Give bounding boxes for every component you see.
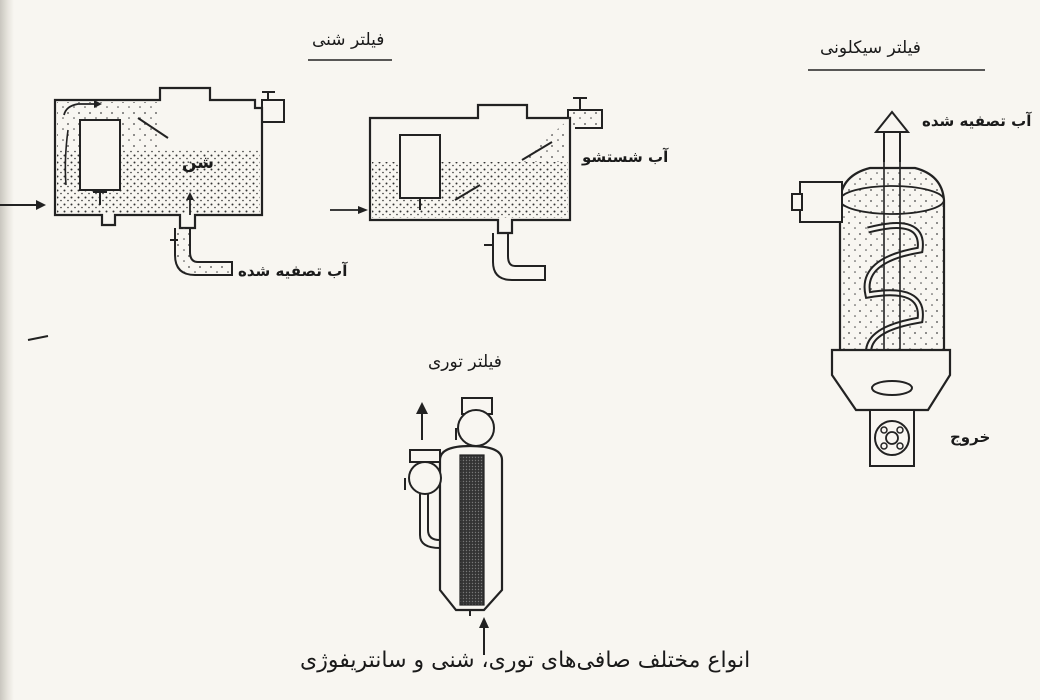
treated-water-label-right: آب تصفیه شده: [922, 112, 1031, 130]
outlet-label: خروج: [950, 428, 990, 446]
cyclone-filter: [792, 112, 950, 466]
mesh-filter: [405, 398, 502, 655]
sand-filter-left: [55, 88, 284, 275]
sand-label: شن: [182, 153, 214, 173]
sand-filter-heading: فیلتر شنی: [312, 30, 384, 50]
mesh-filter-heading: فیلتر توری: [428, 352, 502, 372]
figure-caption: انواع مختلف صافی‌های توری، شنی و سانتریف…: [300, 648, 750, 673]
treated-water-label-left: آب تصفیه شده: [238, 262, 347, 280]
inlet-arrow-left: [36, 200, 46, 210]
sand-filter-middle: [330, 98, 602, 280]
backwash-water-label: آب شستشو: [582, 148, 668, 166]
margin-mark: [28, 336, 48, 340]
cyclone-filter-heading: فیلتر سیکلونی: [820, 38, 921, 58]
